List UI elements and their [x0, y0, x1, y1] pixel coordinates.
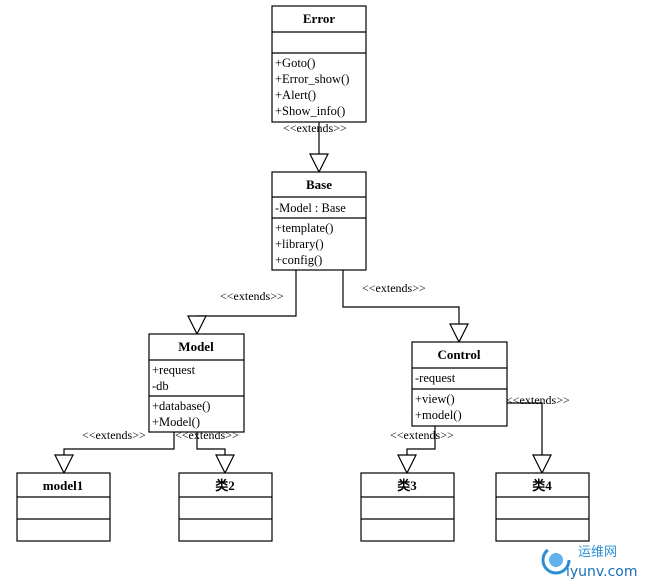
class-name: 类2 — [215, 478, 235, 493]
class-name: 类3 — [397, 478, 417, 493]
connector-model-base — [197, 270, 297, 317]
watermark: 运维网 iyunv.com — [541, 545, 637, 580]
class-name: 类4 — [532, 478, 552, 493]
method: +Alert() — [275, 88, 316, 102]
class-control: Control -request +view() +model() — [411, 341, 508, 427]
method: +database() — [152, 399, 210, 413]
method: +template() — [275, 221, 333, 235]
generalization-arrow-model1-model — [54, 454, 74, 475]
class-3: 类3 — [360, 472, 455, 542]
class-error: Error +Goto() +Error_show() +Alert() +Sh… — [271, 5, 367, 123]
class-base: Base -Model : Base +template() +library(… — [271, 171, 367, 271]
stereotype-class3-control: <<extends>> — [390, 428, 454, 442]
watermark-logo-icon — [541, 545, 571, 575]
attribute: -request — [415, 371, 456, 385]
method: +Model() — [152, 415, 200, 429]
generalization-arrow-base-error — [309, 153, 329, 174]
class-name: Model — [178, 339, 214, 354]
class-model: Model +request -db +database() +Model() — [148, 333, 245, 433]
class-name: Error — [303, 11, 335, 26]
stereotype-class4-control: <<extends>> — [506, 393, 570, 407]
class-model1: model1 — [16, 472, 111, 542]
class-name: model1 — [43, 478, 83, 493]
generalization-arrow-class3-control — [397, 454, 417, 475]
class-2: 类2 — [178, 472, 273, 542]
connector-control-base — [342, 270, 460, 324]
generalization-arrow-class2-model — [215, 454, 235, 475]
method: +Show_info() — [275, 104, 345, 118]
connector-model1-model — [63, 432, 175, 455]
method: +config() — [275, 253, 322, 267]
method: +view() — [415, 392, 455, 406]
watermark-text: 运维网 — [578, 545, 617, 560]
method: +library() — [275, 237, 324, 251]
generalization-arrow-class4-control — [532, 454, 552, 475]
method: +model() — [415, 408, 462, 422]
generalization-arrow-model-base — [187, 315, 207, 336]
connector-class4-control — [507, 402, 543, 455]
connector-class2-model — [196, 432, 226, 455]
method: +Error_show() — [275, 72, 349, 86]
class-name: Control — [437, 347, 480, 362]
class-4: 类4 — [495, 472, 590, 542]
stereotype-model-base: <<extends>> — [220, 289, 284, 303]
class-name: Base — [306, 177, 332, 192]
connector-class3-control — [406, 426, 436, 455]
attribute: -Model : Base — [275, 201, 346, 215]
attribute: +request — [152, 363, 196, 377]
stereotype-model1-model: <<extends>> — [82, 428, 146, 442]
generalization-arrow-control-base — [449, 323, 469, 344]
stereotype-control-base: <<extends>> — [362, 281, 426, 295]
method: +Goto() — [275, 56, 315, 70]
stereotype-base-error: <<extends>> — [283, 121, 347, 135]
watermark-url: iyunv.com — [566, 564, 637, 580]
attribute: -db — [152, 379, 169, 393]
